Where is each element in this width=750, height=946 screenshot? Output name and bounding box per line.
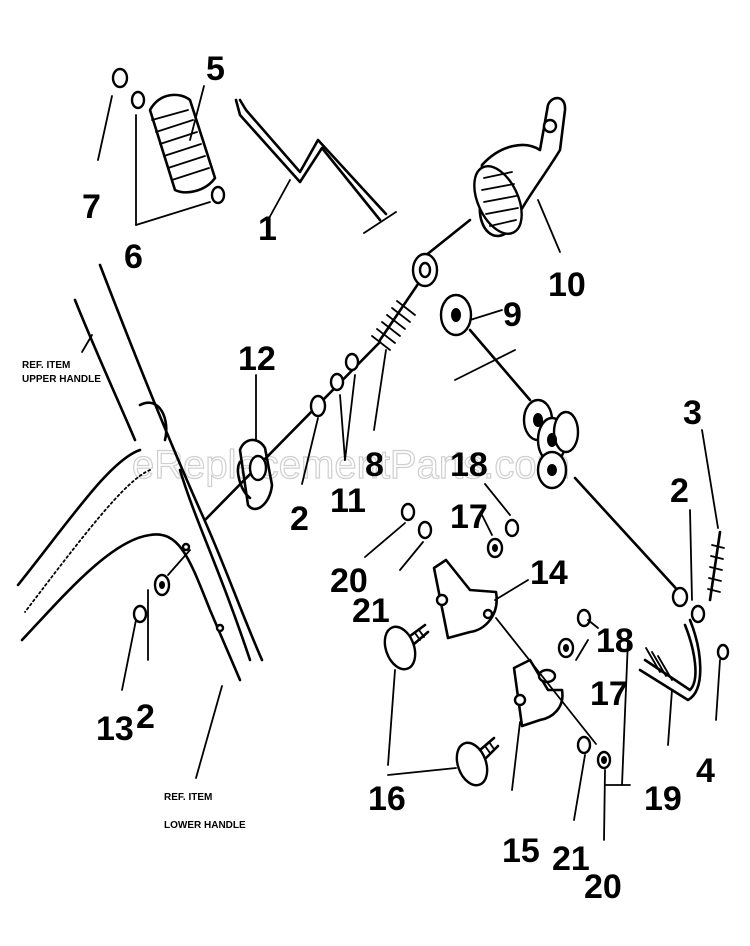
- lower-handle-drawing: [20, 468, 252, 682]
- washers-part-2-11: [309, 352, 360, 418]
- label-part-1: 1: [258, 210, 277, 248]
- washer-part-6-bottom: [210, 185, 226, 205]
- label-part-13: 13: [96, 710, 134, 748]
- label-part-17-a: 17: [450, 498, 488, 536]
- washer-part-6-top: [130, 90, 146, 110]
- label-part-16: 16: [368, 780, 406, 818]
- label-part-15: 15: [502, 832, 540, 870]
- watermark-text: eReplacementParts.com: [132, 443, 570, 487]
- label-part-17-b: 17: [590, 675, 628, 713]
- upper-handle-drawing: [16, 263, 264, 662]
- ref-upper-handle: REF. ITEM UPPER HANDLE: [22, 360, 101, 385]
- bracket-part-14: [432, 558, 498, 640]
- label-part-18-b: 18: [596, 622, 634, 660]
- label-part-12: 12: [238, 340, 276, 378]
- label-part-2-b: 2: [670, 472, 689, 510]
- label-part-6: 6: [124, 238, 143, 276]
- part-number-labels: 5 7 6 1 10 9 12 8 11 2 18 17 20 21 14 3 …: [82, 50, 715, 906]
- label-part-20-b: 20: [584, 868, 622, 906]
- small-hardware-lower: [495, 608, 612, 770]
- svg-text:REF. ITEM: REF. ITEM: [164, 792, 212, 803]
- svg-text:REF. ITEM: REF. ITEM: [22, 360, 70, 371]
- label-part-21-b: 21: [552, 840, 590, 878]
- svg-text:UPPER HANDLE: UPPER HANDLE: [22, 374, 101, 385]
- label-part-9: 9: [503, 296, 522, 334]
- rod-part-1: [234, 98, 397, 234]
- bolt-part-16-upper: [383, 623, 430, 671]
- label-part-19: 19: [644, 780, 682, 818]
- linkage-assembly: [522, 398, 684, 597]
- washer-part-7: [111, 67, 129, 89]
- svg-text:LOWER HANDLE: LOWER HANDLE: [164, 820, 246, 831]
- label-part-5: 5: [206, 50, 225, 88]
- washer-part-9: [439, 293, 532, 402]
- label-part-10: 10: [548, 266, 586, 304]
- ref-lower-handle: REF. ITEM LOWER HANDLE: [164, 792, 246, 831]
- label-part-4: 4: [696, 752, 715, 790]
- label-part-11: 11: [330, 482, 366, 520]
- leader-lines: [81, 85, 721, 841]
- hook-part-19: [638, 586, 730, 702]
- spring-part-5: [111, 67, 226, 205]
- label-part-21-a: 21: [352, 592, 390, 630]
- label-part-20-a: 20: [330, 562, 368, 600]
- label-part-2-c: 2: [136, 698, 155, 736]
- spring-arm-part-10: [473, 96, 567, 238]
- label-part-14: 14: [530, 554, 568, 592]
- label-part-3: 3: [683, 394, 702, 432]
- bracket-part-15: [512, 658, 564, 728]
- label-part-7: 7: [82, 188, 101, 226]
- screw-part-3: [707, 530, 725, 602]
- rod-part-8: [203, 218, 472, 522]
- bracket-part-12: [236, 438, 274, 511]
- bolt-part-16-lower: [455, 736, 500, 787]
- label-part-2-a: 2: [290, 500, 309, 538]
- small-hardware-upper: [400, 502, 520, 559]
- label-part-8: 8: [365, 446, 384, 484]
- washers-part-13-2: [132, 549, 191, 624]
- label-part-18-a: 18: [450, 446, 488, 484]
